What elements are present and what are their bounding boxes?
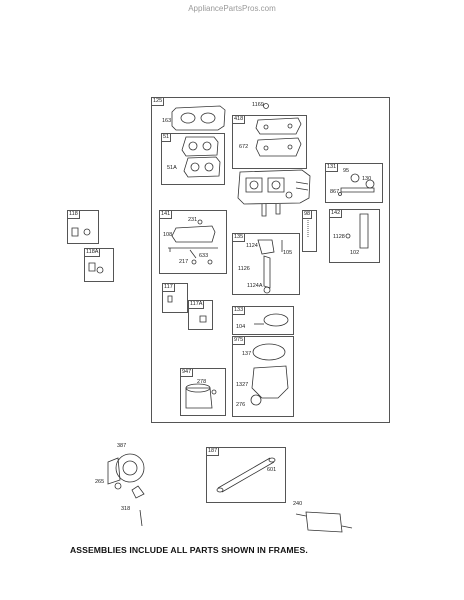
frame-117	[162, 283, 188, 313]
label-278: 278	[197, 379, 207, 385]
label-217: 217	[179, 259, 189, 265]
label-51a: 51A	[167, 165, 177, 171]
frame-418	[232, 115, 307, 169]
tag-98: 98	[303, 211, 313, 219]
gasket-137	[253, 344, 285, 360]
label-104: 104	[236, 324, 246, 330]
label-1128: 1128	[333, 234, 345, 240]
label-163: 163	[162, 118, 172, 124]
tag-117: 117	[163, 284, 175, 292]
label-276: 276	[236, 402, 246, 408]
label-601: 601	[267, 467, 277, 473]
label-102: 102	[350, 250, 360, 256]
label-1124: 1124	[246, 243, 258, 249]
label-1169: 1169	[252, 102, 264, 108]
tag-141: 141	[160, 211, 173, 219]
fuel-pump-387	[116, 454, 144, 482]
tag-118a: 118A	[85, 249, 101, 257]
label-108: 108	[163, 232, 173, 238]
frame-133	[232, 306, 294, 335]
tag-975: 975	[233, 337, 246, 345]
frame-117a	[188, 300, 213, 330]
float-1124	[258, 240, 274, 254]
frame-142	[329, 209, 380, 263]
watermark: AppliancePartsPros.com	[188, 4, 276, 13]
frame-131	[325, 163, 383, 203]
label-231: 231	[188, 217, 198, 223]
adapter-975	[252, 366, 288, 398]
label-95: 95	[343, 168, 350, 174]
tag-51: 51	[162, 134, 172, 142]
label-387: 387	[117, 443, 127, 449]
frame-187	[206, 447, 286, 503]
spacer-133	[264, 314, 288, 326]
carburetor-body	[238, 170, 310, 204]
label-240: 240	[293, 501, 303, 507]
tag-133: 133	[233, 307, 246, 315]
tag-125: 125	[152, 98, 165, 106]
tag-117a: 117A	[189, 301, 205, 309]
fuel-filter-240	[306, 512, 342, 532]
bracket-108	[172, 226, 215, 242]
filter-947	[186, 388, 212, 408]
tag-135: 135	[233, 234, 246, 242]
gasket-672	[256, 138, 301, 156]
tag-118: 118	[68, 211, 80, 219]
label-672: 672	[239, 144, 249, 150]
frame-118a	[84, 248, 114, 282]
frame-947	[180, 368, 226, 416]
frame-125	[151, 97, 390, 423]
frame-975	[232, 336, 294, 417]
frame-118	[67, 210, 99, 244]
label-265: 265	[95, 479, 105, 485]
frame-141	[159, 210, 227, 274]
label-318: 318	[121, 506, 131, 512]
label-1327: 1327	[236, 382, 249, 388]
label-1124a: 1124A	[247, 283, 263, 289]
screw-1169	[264, 104, 269, 109]
frame-98	[302, 210, 317, 252]
frame-135	[232, 233, 300, 295]
label-633: 633	[199, 253, 209, 259]
tag-418: 418	[233, 116, 246, 124]
label-137: 137	[242, 351, 252, 357]
tag-187: 187	[207, 448, 220, 456]
gasket-51a	[184, 157, 220, 177]
gasket-51	[182, 137, 218, 156]
label-130: 130	[362, 176, 372, 182]
tag-131: 131	[326, 164, 339, 172]
tag-142: 142	[330, 210, 343, 218]
label-1126: 1126	[238, 266, 250, 272]
gasket-163	[172, 106, 225, 130]
label-867: 867	[330, 189, 340, 195]
frame-51	[161, 133, 225, 185]
gasket-418	[256, 118, 301, 134]
fuel-line-601	[218, 458, 274, 492]
assemblies-note: ASSEMBLIES INCLUDE ALL PARTS SHOWN IN FR…	[70, 545, 308, 555]
label-105: 105	[283, 250, 293, 256]
tag-947: 947	[181, 369, 194, 377]
